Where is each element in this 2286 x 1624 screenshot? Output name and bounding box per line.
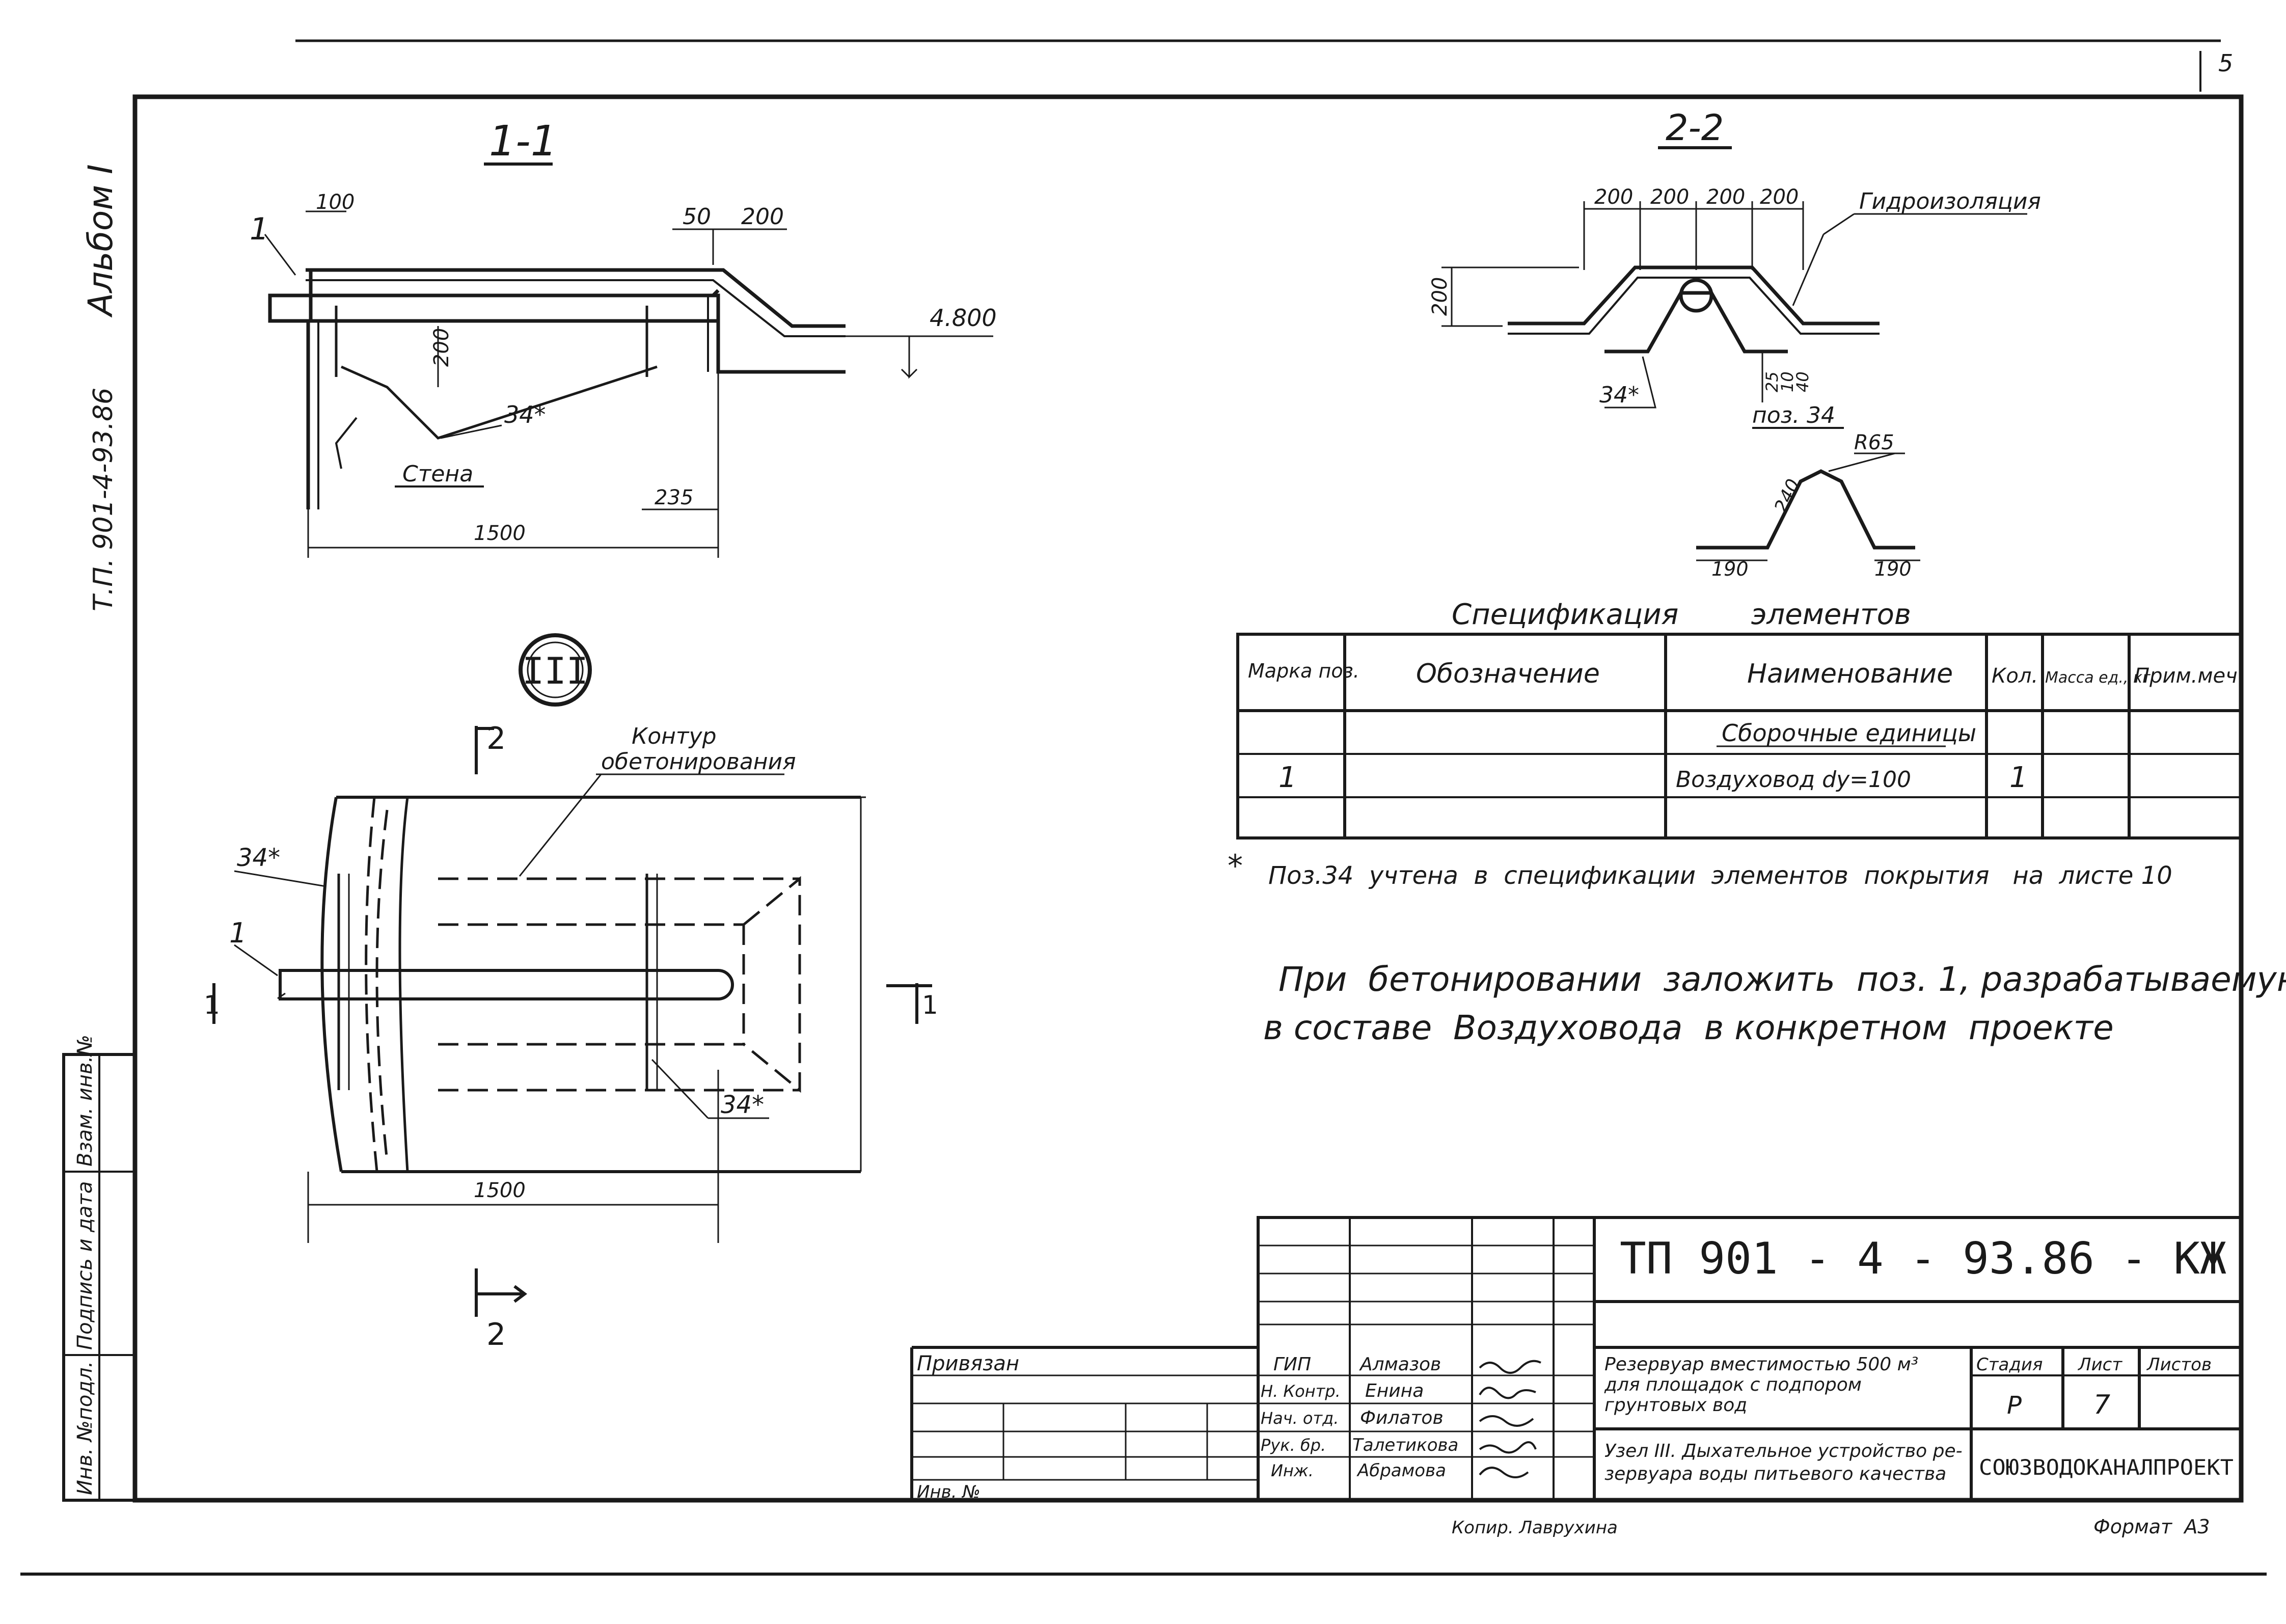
node-cut1-left: 1 <box>204 990 220 1020</box>
s22-dim-190-left: 190 <box>1711 558 1749 580</box>
spec-h-qty: Кол. <box>1992 664 2038 688</box>
spec-r1-qty: 1 <box>2009 761 2028 794</box>
s11-pos-1: 1 <box>250 211 269 247</box>
s22-dim-a: 200 <box>1594 185 1633 209</box>
sheets-header: Листов <box>2146 1355 2212 1375</box>
s22-dim-b: 200 <box>1650 185 1689 209</box>
stage-header: Стадия <box>1976 1355 2043 1375</box>
spec-r1-mark: 1 <box>1278 761 1297 794</box>
title2-line2: зервуара воды питьевого качества <box>1604 1464 1946 1484</box>
node-dim-1500: 1500 <box>474 1179 526 1202</box>
spec-r1-name: Воздуховод dу=100 <box>1676 767 1911 793</box>
s22-dim-25: 25 <box>1762 371 1782 392</box>
s11-dim-235: 235 <box>655 486 693 509</box>
s11-dim-1500: 1500 <box>474 522 526 545</box>
section-2-2-title: 2-2 <box>1666 107 1724 149</box>
spec-table: Спецификация элементов Марка поз. Обозна… <box>1236 598 2243 840</box>
section-1-1: 1-1 <box>250 117 997 558</box>
role-nachotd: Нач. отд. <box>1261 1409 1339 1428</box>
s22-dim-10: 10 <box>1778 371 1797 392</box>
inv-no: Инв. № <box>917 1482 981 1502</box>
s11-pos-34: 34* <box>504 401 546 428</box>
footnote-star: * <box>1228 848 1243 884</box>
sheet-value: 7 <box>2093 1390 2110 1420</box>
sheet-header: Лист <box>2077 1355 2122 1375</box>
title1-line1: Резервуар вместимостью 500 м³ <box>1604 1354 1918 1375</box>
node-cut2-top: 2 <box>486 721 506 756</box>
contour-label-2: обетонирования <box>601 749 796 775</box>
privyazan: Привязан <box>917 1352 1019 1375</box>
name-1: Енина <box>1365 1381 1424 1401</box>
left-stamp: Инв. №подл. Подпись и дата Взам. инв.№ <box>62 1035 137 1502</box>
corner-mark: 5 <box>2218 49 2233 77</box>
footnote-text: Поз.34 учтена в спецификации элементов п… <box>1268 861 2172 890</box>
stage-value: Р <box>2007 1391 2022 1420</box>
s22-waterproofing: Гидроизоляция <box>1859 188 2041 214</box>
name-0: Алмазов <box>1359 1354 1441 1375</box>
spec-h-designation: Обозначение <box>1416 659 1600 689</box>
album-label: Альбом I <box>81 164 120 318</box>
margin-code: Т.П. 901-4-93.86 <box>88 388 119 611</box>
s22-pos34-label: поз. 34 <box>1752 402 1835 428</box>
title2-line1: Узел III. Дыхательное устройство ре- <box>1604 1441 1963 1461</box>
node-III: III Контур обетонирования <box>204 633 938 1352</box>
name-2: Филатов <box>1360 1408 1444 1428</box>
s11-elevation: 4.800 <box>930 304 997 332</box>
title1-line3: грунтовых вод <box>1604 1395 1747 1416</box>
spec-h-note: Прим.меч <box>2134 664 2238 688</box>
contour-label-1: Контур <box>632 723 717 749</box>
s22-dim-40: 40 <box>1793 371 1812 392</box>
node-pos1: 1 <box>229 917 247 949</box>
s22-dim-d: 200 <box>1760 185 1799 209</box>
s11-dim-100: 100 <box>316 191 355 214</box>
node-cut2-bottom: 2 <box>486 1317 506 1352</box>
role-gip: ГИП <box>1273 1354 1311 1375</box>
spec-group-row: Сборочные единицы <box>1722 719 1976 747</box>
margin-labels: Альбом I Т.П. 901-4-93.86 5 <box>81 49 2233 611</box>
spec-title: Спецификация элементов <box>1452 598 1911 631</box>
role-nkontr: Н. Контр. <box>1261 1382 1341 1401</box>
s11-dim-200-top: 200 <box>741 204 784 230</box>
s11-dim-200-vert: 200 <box>430 328 453 367</box>
s22-dim-c: 200 <box>1706 185 1745 209</box>
doc-code: ТП 901 - 4 - 93.86 - КЖ <box>1620 1233 2226 1284</box>
title-block: ТП 901 - 4 - 93.86 - КЖ Привязан Инв. № … <box>910 1216 2243 1538</box>
name-3: Талетикова <box>1352 1435 1458 1455</box>
s22-dim-left: 200 <box>1428 277 1452 316</box>
stamp-podpis: Подпись и дата <box>73 1181 97 1350</box>
role-rukbr: Рук. бр. <box>1261 1436 1326 1455</box>
title1-line2: для площадок с подпором <box>1604 1374 1862 1395</box>
s22-r65: R65 <box>1854 431 1894 454</box>
spec-h-mark: Марка поз. <box>1248 660 1359 682</box>
node-cut1-right: 1 <box>922 990 938 1020</box>
stamp-vzam: Взам. инв.№ <box>73 1035 97 1167</box>
s22-dims-top: 200 200 200 200 <box>1594 185 1799 209</box>
note-line-1: При бетонировании заложить поз. 1, разра… <box>1278 960 2286 999</box>
copied-by: Копир. Лаврухина <box>1452 1518 1618 1538</box>
format: Формат А3 <box>2093 1515 2210 1538</box>
s11-dim-50: 50 <box>683 204 711 230</box>
spec-h-name: Наименование <box>1747 659 1953 689</box>
section-2-2: 2-2 200 200 200 200 <box>1428 107 2041 580</box>
node-roman: III <box>522 649 588 692</box>
note-line-2: в составе Воздуховода в конкретном проек… <box>1263 1008 2114 1047</box>
s11-wall: Стена <box>402 461 473 487</box>
notes: * Поз.34 учтена в спецификации элементов… <box>1228 848 2286 1047</box>
spec-h-mass: Масса ед., кг <box>2045 669 2151 687</box>
organization: СОЮЗВОДОКАНАЛПРОЕКТ <box>1979 1455 2234 1480</box>
s22-dim-190-right: 190 <box>1874 558 1912 580</box>
signatures <box>1479 1360 1541 1478</box>
stamp-inv-podl: Инв. №подл. <box>73 1361 97 1495</box>
role-inzh: Инж. <box>1271 1461 1314 1480</box>
node-pos34-b: 34* <box>721 1091 764 1119</box>
section-1-1-title: 1-1 <box>489 117 557 166</box>
s22-pos-34: 34* <box>1599 382 1639 408</box>
name-4: Абрамова <box>1356 1460 1446 1481</box>
node-pos34-a: 34* <box>237 844 280 872</box>
